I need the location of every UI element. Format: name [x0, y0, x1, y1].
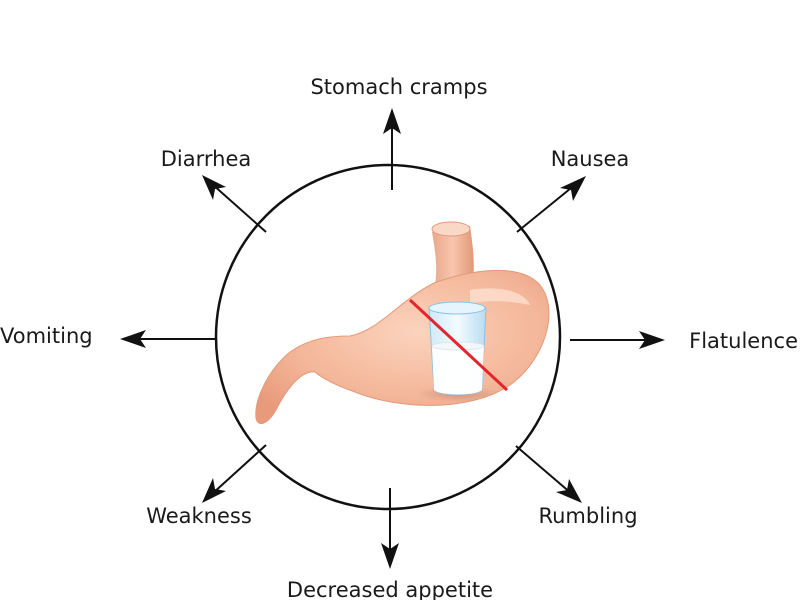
arrow-top-left — [202, 175, 267, 233]
arrow-bottom-left — [202, 444, 267, 503]
arrow-bottom — [381, 488, 399, 569]
label-weakness: Weakness — [146, 504, 252, 528]
arrow-top — [383, 108, 401, 190]
arrow-bottom-right — [515, 445, 582, 503]
label-nausea: Nausea — [551, 147, 630, 171]
arrow-right — [570, 331, 665, 349]
arrow-left — [120, 330, 215, 348]
label-stomach-cramps: Stomach cramps — [310, 75, 487, 99]
arrow-top-right — [516, 176, 586, 233]
label-vomiting: Vomiting — [0, 324, 93, 348]
label-decreased-appetite: Decreased appetite — [287, 578, 493, 600]
label-rumbling: Rumbling — [538, 504, 637, 528]
cross-out-line — [408, 298, 509, 392]
label-diarrhea: Diarrhea — [161, 147, 252, 171]
label-flatulence: Flatulence — [689, 329, 798, 353]
